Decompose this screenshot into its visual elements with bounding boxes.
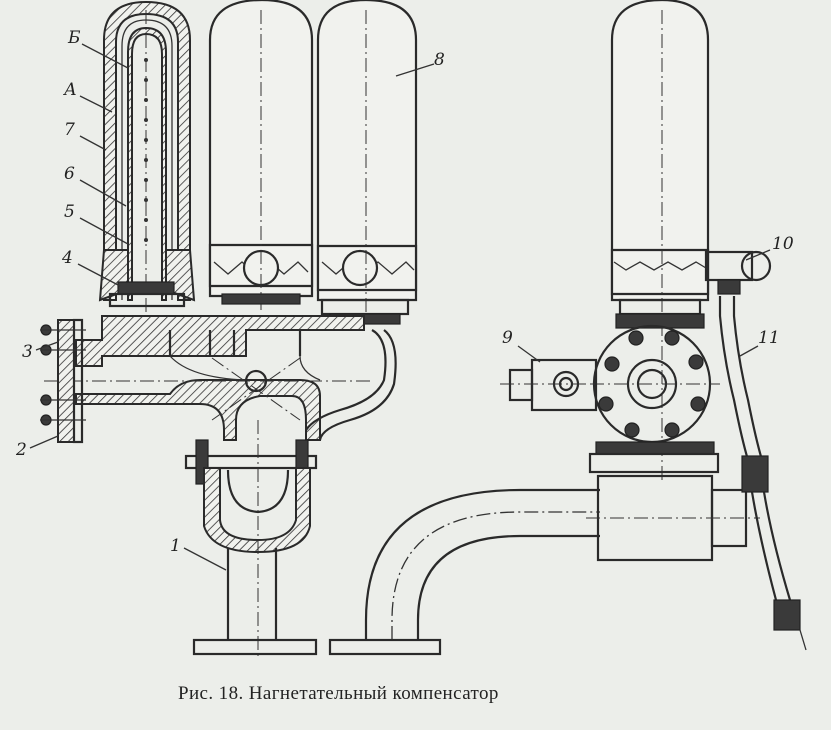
cylinder-3 (316, 0, 418, 325)
stand-pipe (184, 420, 318, 660)
manifold (44, 315, 397, 441)
right-side-view (500, 0, 807, 651)
sensor-10 (704, 250, 772, 295)
callout-7: 7 (64, 120, 75, 140)
flange-face (590, 324, 720, 444)
callout-2: 2 (16, 440, 27, 460)
callout-3: 3 (22, 342, 33, 362)
callout-9: 9 (502, 328, 513, 348)
left-flange (40, 318, 86, 444)
callout-10: 10 (772, 234, 794, 254)
valve-9 (500, 358, 598, 412)
figure-caption: Рис. 18. Нагнетательный компенсатор (178, 683, 499, 704)
callout-8: 8 (434, 50, 445, 70)
bent-pipe (328, 488, 600, 656)
callout-A: А (64, 80, 77, 100)
left-section-view (40, 0, 600, 660)
inner-tube-holes (144, 58, 148, 242)
right-pipe-coupling (586, 474, 760, 562)
callout-4: 4 (62, 248, 73, 268)
sectioned-cylinder (98, 0, 196, 320)
cylinder-2 (208, 0, 314, 310)
callout-6: 6 (64, 164, 75, 184)
callout-1: 1 (170, 536, 181, 556)
cable-11 (718, 296, 807, 651)
callout-5: 5 (64, 202, 75, 222)
callout-11: 11 (758, 328, 780, 348)
callout-B: Б (68, 28, 81, 48)
leader-lines (29, 43, 771, 571)
